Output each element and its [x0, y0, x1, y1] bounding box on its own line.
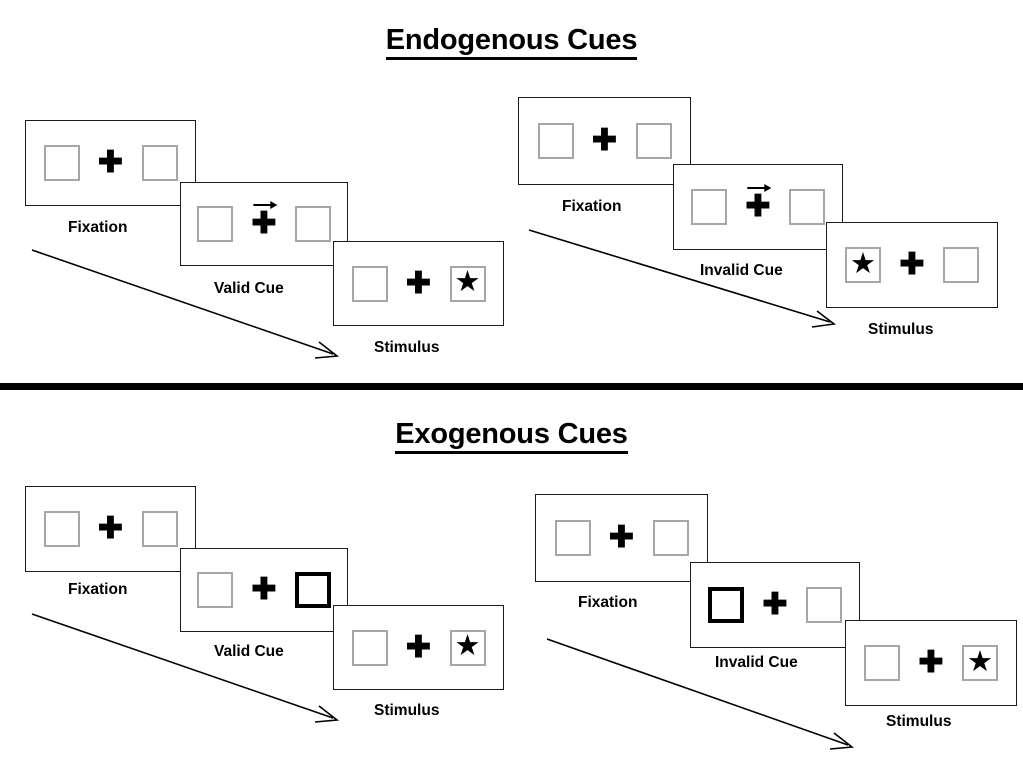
panel-label-endogenous-invalid-cue: Invalid Cue — [700, 262, 783, 279]
panel-exogenous-valid-fixation: ✚ — [25, 486, 196, 572]
panel-endogenous-invalid-cue: ✚ — [673, 164, 843, 250]
panel-endogenous-invalid-stimulus: ★ ✚ — [826, 222, 998, 308]
left-box — [197, 572, 233, 608]
section-title-endogenous-text: Endogenous Cues — [385, 24, 637, 60]
right-box: ★ — [962, 645, 998, 681]
left-box — [691, 189, 727, 225]
panel-label-endogenous-invalid-stimulus: Stimulus — [868, 321, 934, 338]
panel-label-exogenous-invalid-cue: Invalid Cue — [715, 654, 798, 671]
fixation-cross-area: ✚ — [605, 521, 639, 555]
right-box — [806, 587, 842, 623]
right-box — [943, 247, 979, 283]
fixation-cross-area: ✚ — [914, 646, 948, 680]
panel-label-endogenous-valid-fixation: Fixation — [68, 219, 128, 236]
timeline-arrow-exogenous-valid — [31, 613, 340, 723]
fixation-cross-area: ✚ — [94, 512, 128, 546]
panel-label-endogenous-valid-cue: Valid Cue — [214, 280, 284, 297]
right-arrow-cue-icon — [747, 184, 772, 193]
right-box — [141, 511, 178, 547]
right-arrow-cue-icon — [253, 201, 278, 210]
panel-label-exogenous-invalid-stimulus: Stimulus — [886, 713, 952, 730]
star-icon: ★ — [967, 645, 993, 678]
fixation-cross-area: ✚ — [247, 201, 281, 241]
star-icon: ★ — [850, 247, 876, 280]
right-box — [789, 189, 825, 225]
plus-icon: ✚ — [251, 573, 277, 607]
plus-icon: ✚ — [608, 521, 635, 555]
right-box: ★ — [449, 265, 486, 302]
panel-content: ✚ ★ — [864, 645, 998, 681]
panel-endogenous-valid-cue: ✚ — [180, 182, 348, 266]
right-box — [652, 520, 689, 556]
left-box — [537, 123, 574, 159]
right-box — [635, 123, 672, 159]
panel-endogenous-valid-fixation: ✚ — [25, 120, 196, 206]
panel-exogenous-valid-stimulus: ✚ ★ — [333, 605, 504, 690]
left-box — [43, 511, 80, 547]
panel-content: ✚ ★ — [351, 629, 486, 666]
timeline-arrow-endogenous-valid — [31, 249, 340, 359]
left-box — [351, 629, 388, 666]
right-box-cued — [295, 572, 331, 608]
panel-exogenous-invalid-stimulus: ✚ ★ — [845, 620, 1017, 706]
left-box-cued — [708, 587, 744, 623]
panel-content: ✚ — [43, 511, 178, 547]
right-box — [295, 206, 331, 242]
right-box: ★ — [449, 629, 486, 666]
plus-icon: ✚ — [918, 646, 944, 680]
panel-content: ✚ — [554, 520, 689, 556]
panel-content: ✚ — [197, 572, 331, 608]
panel-content: ✚ — [537, 123, 672, 159]
fixation-cross-area: ✚ — [94, 146, 128, 180]
panel-label-exogenous-valid-cue: Valid Cue — [214, 643, 284, 660]
left-box: ★ — [845, 247, 881, 283]
fixation-cross-area: ✚ — [758, 588, 792, 622]
fixation-cross-area: ✚ — [247, 573, 281, 607]
section-title-endogenous: Endogenous Cues — [0, 24, 1023, 60]
plus-icon: ✚ — [405, 266, 432, 300]
plus-icon: ✚ — [405, 630, 432, 664]
star-icon: ★ — [454, 266, 481, 298]
panel-label-endogenous-invalid-fixation: Fixation — [562, 198, 622, 215]
left-box — [554, 520, 591, 556]
fixation-cross-area: ✚ — [402, 630, 436, 664]
panel-content: ✚ — [691, 184, 825, 225]
plus-icon: ✚ — [97, 512, 124, 546]
panel-content: ✚ — [43, 145, 178, 181]
fixation-cross-area: ✚ — [402, 266, 436, 300]
star-icon: ★ — [454, 630, 481, 662]
panel-content: ✚ — [708, 587, 842, 623]
panel-endogenous-valid-stimulus: ✚ ★ — [333, 241, 504, 326]
left-box — [351, 265, 388, 302]
plus-icon: ✚ — [745, 190, 771, 224]
panel-endogenous-invalid-fixation: ✚ — [518, 97, 691, 185]
left-box — [197, 206, 233, 242]
panel-exogenous-invalid-fixation: ✚ — [535, 494, 708, 582]
panel-label-exogenous-invalid-fixation: Fixation — [578, 594, 638, 611]
plus-icon: ✚ — [591, 124, 618, 158]
section-divider — [0, 383, 1023, 390]
section-title-exogenous-text: Exogenous Cues — [395, 418, 628, 454]
plus-icon: ✚ — [762, 588, 788, 622]
left-box — [864, 645, 900, 681]
panel-content: ✚ — [197, 201, 331, 242]
left-box — [43, 145, 80, 181]
timeline-arrow-endogenous-invalid — [528, 229, 837, 328]
panel-exogenous-invalid-cue: ✚ — [690, 562, 860, 648]
panel-label-exogenous-valid-fixation: Fixation — [68, 581, 128, 598]
right-box — [141, 145, 178, 181]
panel-content: ★ ✚ — [845, 247, 979, 283]
fixation-cross-area: ✚ — [588, 124, 622, 158]
fixation-cross-area: ✚ — [895, 248, 929, 282]
panel-label-exogenous-valid-stimulus: Stimulus — [374, 702, 440, 719]
section-title-exogenous: Exogenous Cues — [0, 418, 1023, 454]
plus-icon: ✚ — [899, 248, 925, 282]
plus-icon: ✚ — [251, 207, 277, 241]
panel-exogenous-valid-cue: ✚ — [180, 548, 348, 632]
timeline-arrow-exogenous-invalid — [546, 638, 855, 750]
panel-label-endogenous-valid-stimulus: Stimulus — [374, 339, 440, 356]
panel-content: ✚ ★ — [351, 265, 486, 302]
fixation-cross-area: ✚ — [741, 184, 775, 224]
plus-icon: ✚ — [97, 146, 124, 180]
